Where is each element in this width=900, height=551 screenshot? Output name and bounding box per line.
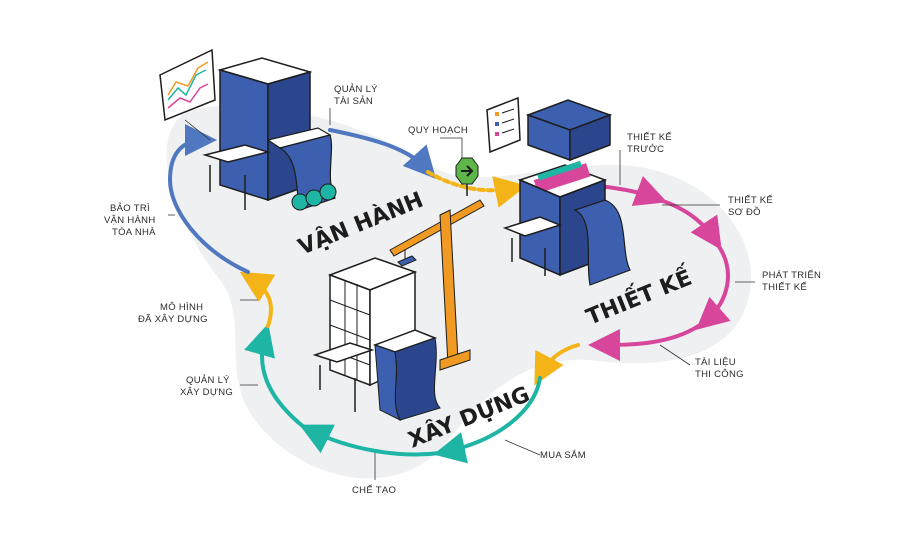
arrow-sign-icon xyxy=(455,157,479,196)
docs-arc xyxy=(588,323,702,361)
crane-icon xyxy=(389,199,485,371)
docs-arc-yellow xyxy=(534,343,580,386)
build-building xyxy=(312,257,441,422)
label-planning: QUY HOẠCH xyxy=(408,125,468,136)
maintenance-arc xyxy=(167,124,250,274)
as-built-arc xyxy=(239,271,276,328)
operate-arc xyxy=(328,128,437,179)
construction-mgmt-arc xyxy=(244,323,307,430)
procurement-arc xyxy=(433,376,542,464)
schematic-arc xyxy=(658,198,722,250)
fabrication-arc xyxy=(299,424,442,457)
checklist-icon xyxy=(486,96,521,154)
monitor-chart-icon xyxy=(159,48,216,141)
lifecycle-arcs xyxy=(167,124,731,464)
design-dev-arc xyxy=(695,243,731,330)
label-procurement: MUA SẮM xyxy=(540,450,586,461)
design-building xyxy=(502,99,631,286)
operate-building xyxy=(202,57,337,211)
label-fabrication: CHẾ TẠO xyxy=(352,485,396,496)
